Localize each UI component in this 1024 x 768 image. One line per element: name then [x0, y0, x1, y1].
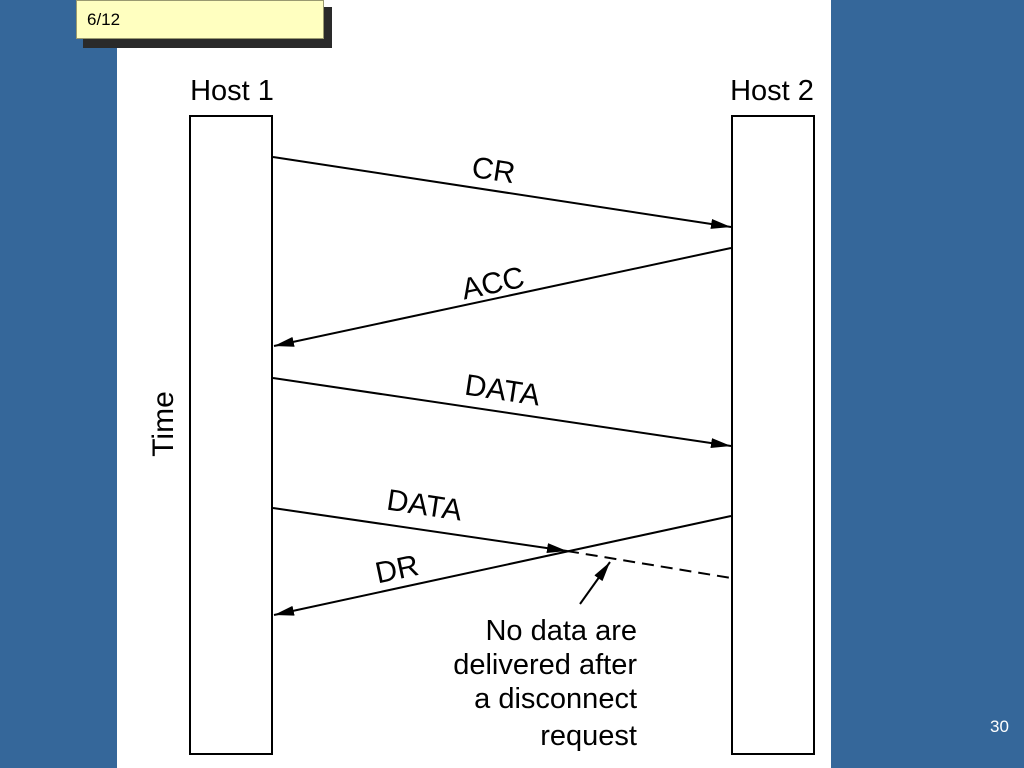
acc-arrow [273, 247, 732, 347]
note-line-1: No data are [485, 615, 637, 647]
host2-label: Host 2 [730, 75, 814, 107]
data1-label: DATA [463, 369, 543, 413]
slide-tag-text: 6/12 [87, 10, 121, 29]
acc-label: ACC [459, 261, 528, 306]
host1-label: Host 1 [190, 75, 274, 107]
data2-arrow [272, 507, 568, 554]
note-line-4: request [540, 720, 637, 752]
cr-arrow [272, 156, 732, 229]
data2-label: DATA [385, 484, 465, 528]
dr-arrow [273, 515, 732, 616]
note-line-2: delivered after [453, 649, 637, 681]
data1-arrow [272, 377, 732, 449]
cr-label: CR [470, 151, 518, 190]
data2-dropped-segment [566, 550, 732, 579]
host2-timeline [731, 115, 815, 755]
note-line-3: a disconnect [474, 683, 637, 715]
page-number: 30 [990, 717, 1009, 736]
time-axis-label: Time [147, 391, 180, 457]
note-pointer-arrow [579, 561, 611, 605]
host1-timeline [189, 115, 273, 755]
slide-tag: 6/12 [76, 0, 324, 39]
